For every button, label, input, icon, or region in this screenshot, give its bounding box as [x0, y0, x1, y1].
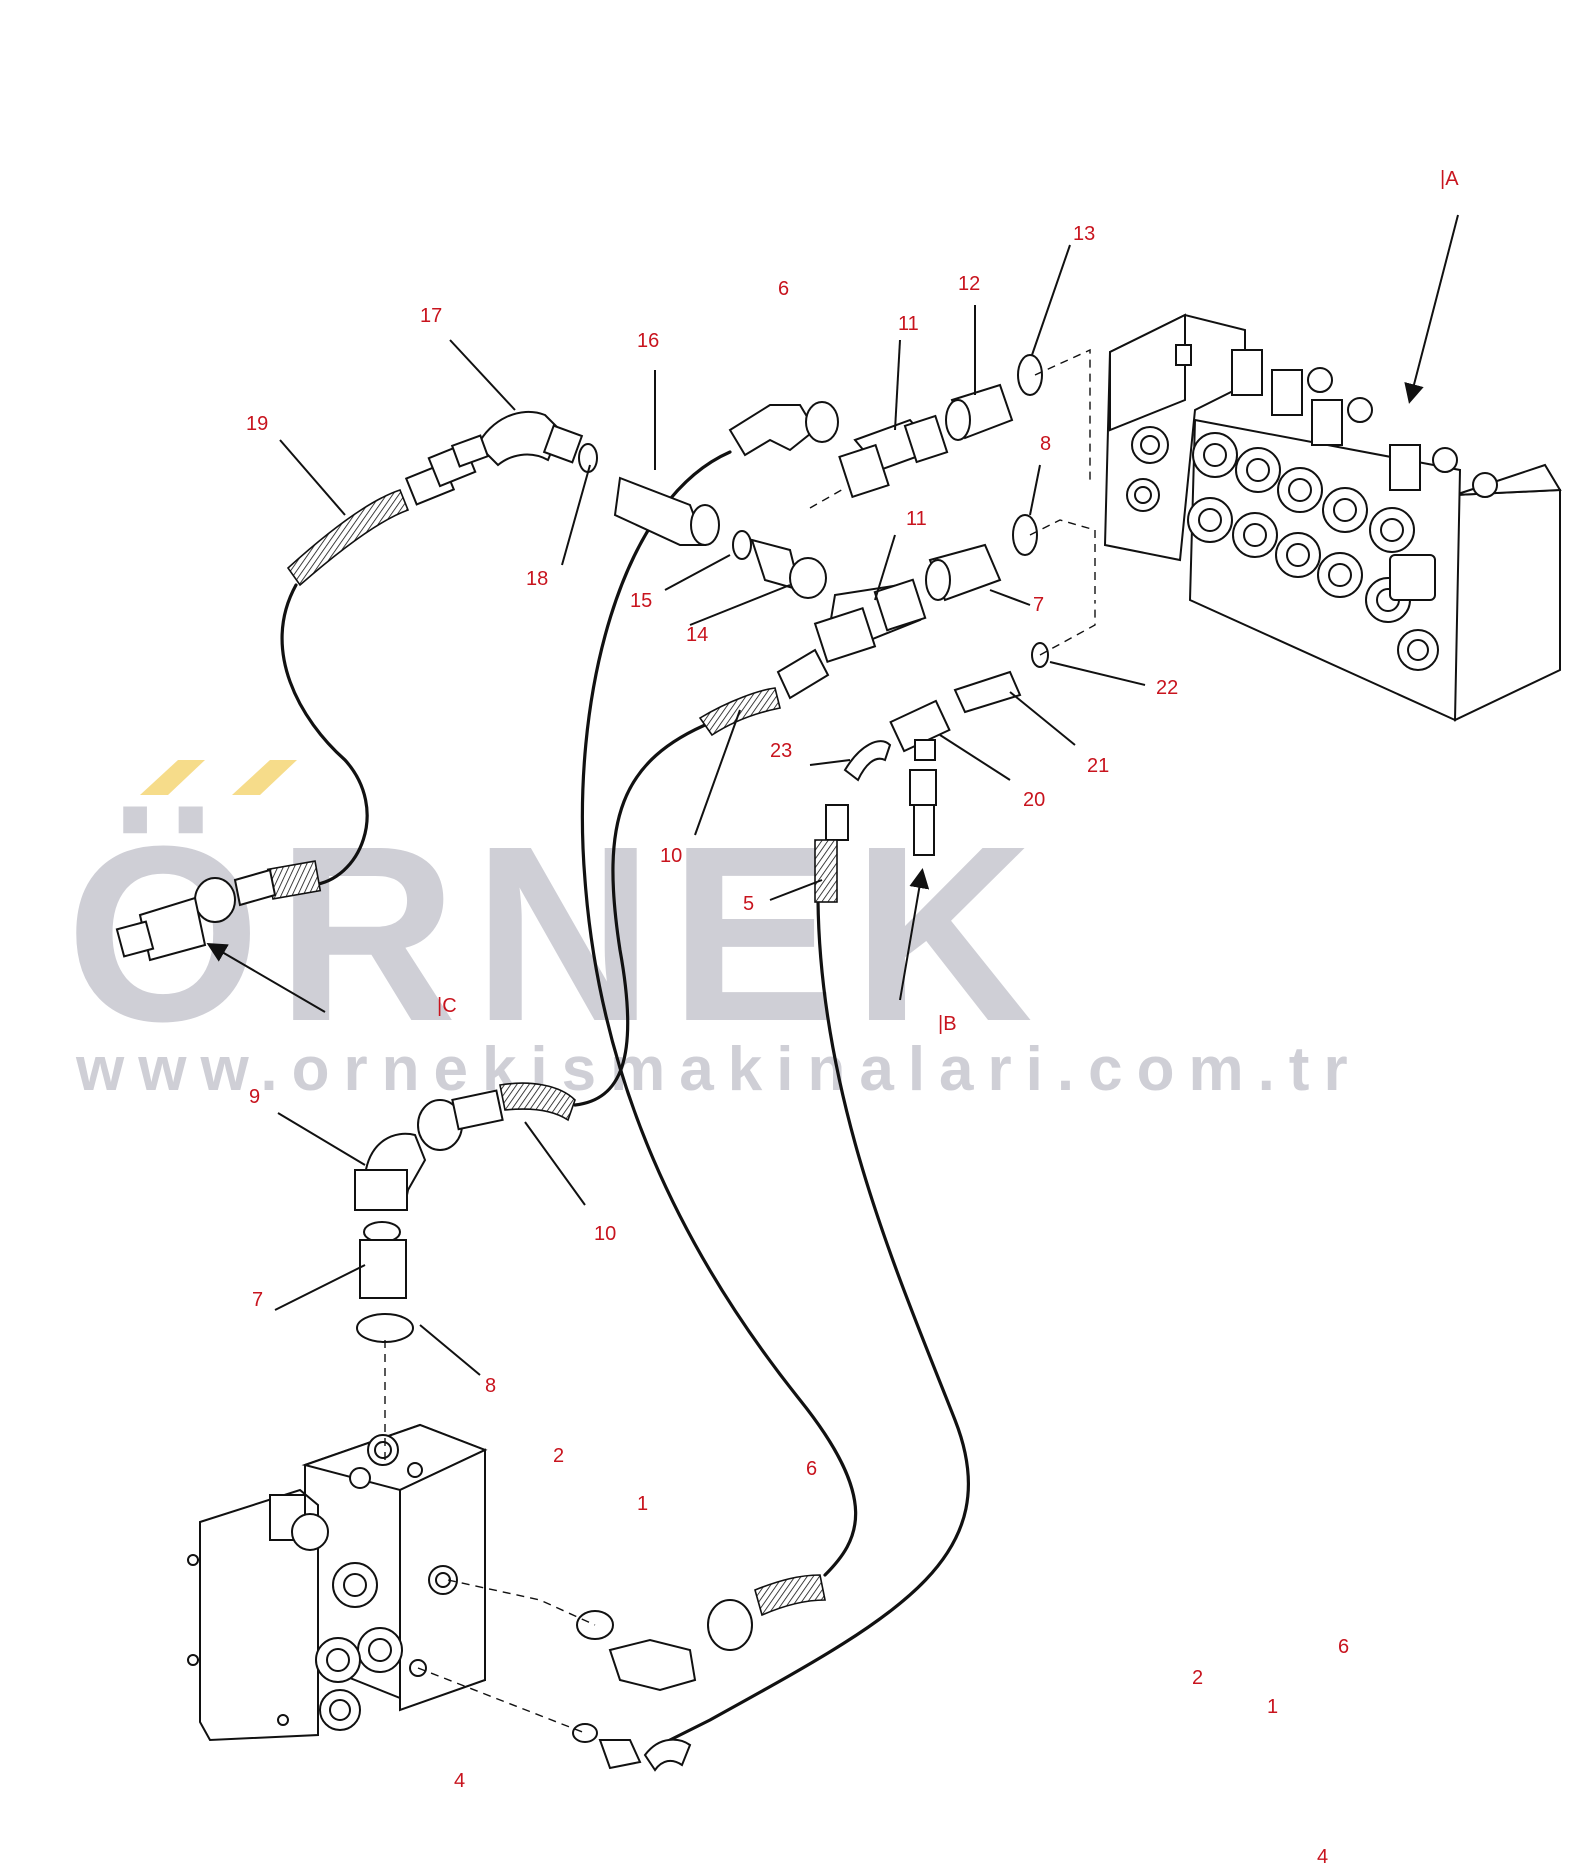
callout-11-top: 11 [898, 313, 919, 335]
watermark-accent-right [232, 760, 297, 795]
centerline-mid [1029, 519, 1096, 600]
callout-numbers: 6 13 12 11 17 16 19 8 11 18 15 7 14 22 2… [246, 223, 1178, 1792]
hose-5-line [668, 898, 971, 1742]
callout-12: 12 [958, 273, 980, 295]
hose-c-end [115, 860, 322, 962]
callout-2: 2 [553, 1445, 564, 1467]
callout-23: 23 [770, 740, 792, 762]
callout-6-top: 6 [778, 278, 789, 300]
view-b-arrow [899, 868, 930, 1001]
callout-22: 22 [1156, 677, 1178, 699]
ref-6: 6 [1338, 1636, 1349, 1658]
callout-4: 4 [454, 1770, 465, 1792]
callout-21: 21 [1087, 755, 1109, 777]
hose-6-line [580, 450, 858, 1577]
centerline-lower-port [417, 1667, 586, 1734]
watermark-accent-left [140, 760, 205, 795]
callout-11-mid: 11 [906, 508, 927, 530]
auxiliary-control-valve [187, 1423, 488, 1742]
watermark-url: www.ornekismakinalari.com.tr [75, 1035, 1362, 1104]
adapter-12 [945, 383, 1014, 441]
tee-11-lower [813, 578, 927, 664]
tee-20 [889, 699, 951, 761]
callout-14: 14 [686, 624, 708, 646]
o-ring-8-lower [356, 1313, 414, 1343]
elbow-23 [843, 740, 892, 782]
callout-13: 13 [1073, 223, 1095, 245]
view-label-b: |B [938, 1013, 957, 1035]
watermark: ÖRNEK www.ornekismakinalari.com.tr [66, 760, 1362, 1104]
centerline-lower-horizontal [447, 1579, 596, 1626]
centerline-top [1034, 348, 1091, 480]
lower-fitting-4 [572, 1723, 692, 1772]
view-c-arrow [206, 942, 326, 1013]
callout-8-mid: 8 [485, 1375, 496, 1397]
callout-17: 17 [420, 305, 442, 327]
coupler-16 [613, 476, 720, 546]
o-ring-18 [578, 443, 598, 473]
hose-19-line [280, 583, 369, 887]
callout-20: 20 [1023, 789, 1045, 811]
elbow-6-top [728, 401, 839, 457]
lower-hose-6-end [576, 1574, 826, 1692]
hose-10-upper [698, 648, 830, 737]
callout-18: 18 [526, 568, 548, 590]
ref-4: 4 [1317, 1846, 1328, 1868]
reference-list: 6 2 1 4 [1192, 1636, 1349, 1868]
hose-5-end [814, 804, 849, 903]
fitting-21 [953, 670, 1022, 714]
hose-19 [286, 442, 477, 587]
hose-10-upper-line [573, 720, 714, 1107]
adapter-7-lower [359, 1221, 407, 1299]
hose-b-end [909, 769, 937, 856]
callout-10-top: 10 [660, 845, 682, 867]
view-a-arrow [1404, 214, 1459, 404]
o-ring-15 [732, 530, 752, 560]
callout-8-top: 8 [1040, 433, 1051, 455]
o-ring-13 [1017, 354, 1043, 396]
ref-2: 2 [1192, 1667, 1203, 1689]
callout-9: 9 [249, 1086, 260, 1108]
callout-10-mid: 10 [594, 1223, 616, 1245]
tee-11-upper [838, 414, 949, 499]
centerline-upper-port [809, 487, 846, 509]
callout-7-mid: 7 [252, 1289, 263, 1311]
view-label-a: |A [1440, 168, 1459, 190]
centerline-right [1039, 600, 1096, 656]
callout-19: 19 [246, 413, 268, 435]
callout-1: 1 [637, 1493, 648, 1515]
view-label-c: |C [437, 995, 457, 1017]
callout-15: 15 [630, 590, 652, 612]
fitting-14 [750, 538, 827, 599]
watermark-brand: ÖRNEK [66, 794, 1049, 1073]
ref-1: 1 [1267, 1696, 1278, 1718]
elbow-17 [450, 410, 584, 468]
main-control-valve [1103, 313, 1562, 722]
leader-lines [274, 244, 1146, 1376]
callout-6-mid: 6 [806, 1458, 817, 1480]
hose-10-lower [417, 1082, 576, 1151]
callout-16: 16 [637, 330, 659, 352]
adapter-7-upper [925, 543, 1002, 602]
elbow-9 [354, 1132, 427, 1211]
o-ring-8-upper [1012, 514, 1038, 556]
callout-5: 5 [743, 893, 754, 915]
callout-7-top: 7 [1033, 594, 1044, 616]
